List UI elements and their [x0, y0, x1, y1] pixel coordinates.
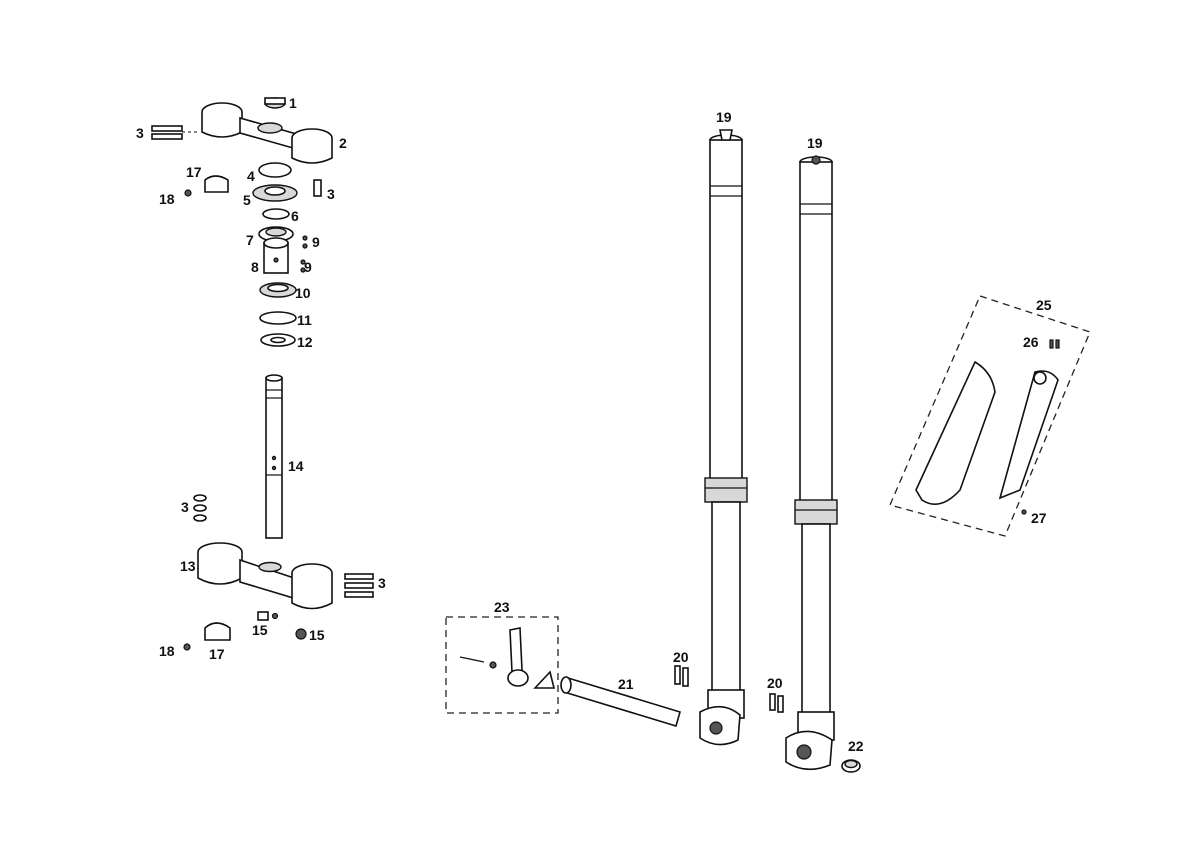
label-19: 19	[716, 109, 732, 125]
label-22: 22	[848, 738, 864, 754]
label-23: 23	[494, 599, 510, 615]
label-2: 2	[339, 135, 347, 151]
label-13: 13	[180, 558, 196, 574]
label-1: 1	[289, 95, 297, 111]
label-17: 17	[209, 646, 225, 662]
label-21: 21	[618, 676, 634, 692]
label-20: 20	[673, 649, 689, 665]
fork-leg-right	[785, 155, 838, 771]
small-fasteners	[257, 611, 307, 640]
axle-nut	[841, 759, 861, 773]
lock-ring	[262, 208, 290, 220]
label-11: 11	[297, 312, 312, 328]
lower-triple-clamp	[197, 542, 333, 610]
lower-clamp-bolts	[344, 573, 374, 598]
fork-guard	[915, 339, 1060, 515]
small-bolts-left	[193, 494, 207, 522]
label-27: 27	[1031, 510, 1047, 526]
steering-nut	[252, 184, 298, 202]
label-12: 12	[297, 334, 313, 350]
lower-bearing	[259, 282, 297, 298]
fork-bolts	[674, 665, 784, 713]
steering-stem	[265, 374, 283, 539]
label-18: 18	[159, 191, 175, 207]
callout-labels: 1 2 3 3 3 3 4 5 6 7 8 9 9 10 11 12 13 14…	[136, 95, 1052, 754]
bearing-sleeve	[263, 237, 289, 274]
label-3: 3	[136, 125, 144, 141]
seal-ring	[260, 333, 296, 347]
label-14: 14	[288, 458, 304, 474]
cable-clamp-upper	[184, 175, 229, 197]
label-3: 3	[378, 575, 386, 591]
label-10: 10	[295, 285, 311, 301]
label-19: 19	[807, 135, 823, 151]
label-7: 7	[246, 232, 254, 248]
axle-clamp-kit-box	[445, 616, 559, 714]
label-3: 3	[181, 499, 189, 515]
label-17: 17	[186, 164, 202, 180]
label-8: 8	[251, 259, 259, 275]
upper-bearing	[258, 226, 294, 242]
axle-clamp-kit-parts	[459, 627, 556, 689]
cable-clamp-lower	[183, 622, 231, 651]
label-3: 3	[327, 186, 335, 202]
label-18: 18	[159, 643, 175, 659]
label-20: 20	[767, 675, 783, 691]
label-9: 9	[312, 234, 320, 250]
label-25: 25	[1036, 297, 1052, 313]
dust-seal	[259, 311, 297, 325]
label-15: 15	[252, 622, 268, 638]
top-nut	[264, 97, 286, 109]
upper-clamp-bolts	[151, 125, 200, 140]
label-6: 6	[291, 208, 299, 224]
label-26: 26	[1023, 334, 1039, 350]
upper-triple-clamp	[201, 102, 333, 164]
upper-right-screw	[313, 179, 322, 197]
fork-guard-kit-box	[889, 295, 1091, 537]
label-9: 9	[304, 259, 312, 275]
small-screws	[300, 235, 308, 273]
fork-leg-left	[699, 129, 748, 746]
washer	[258, 162, 292, 178]
front-axle	[560, 676, 681, 728]
label-4: 4	[247, 168, 255, 184]
label-5: 5	[243, 192, 251, 208]
label-15: 15	[309, 627, 325, 643]
